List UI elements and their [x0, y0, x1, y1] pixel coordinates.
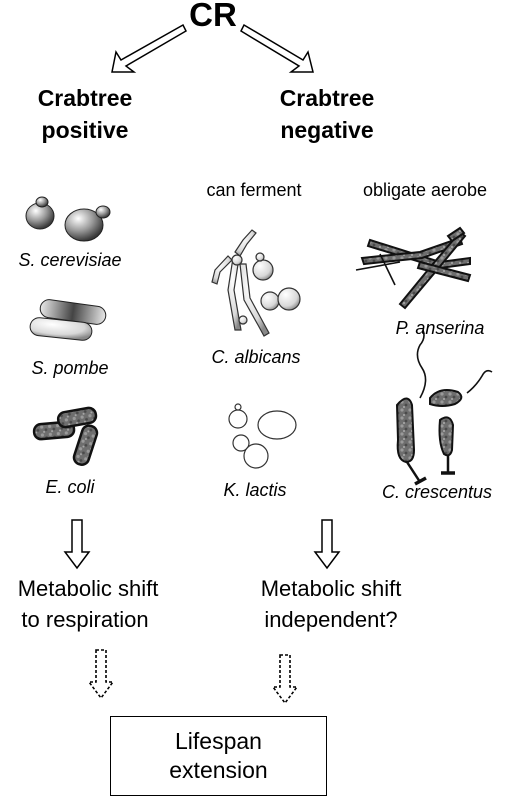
s-cerevisiae-cells — [25, 196, 111, 242]
s-cerevisiae-label: S. cerevisiae — [18, 250, 122, 270]
crabtree-positive-line2: positive — [41, 117, 129, 143]
arrow-down-right — [313, 519, 341, 570]
outcome-right-line2: independent? — [264, 607, 398, 632]
c-crescentus-label: C. crescentus — [381, 482, 493, 502]
k-lactis-label: K. lactis — [223, 480, 287, 500]
crabtree-positive-line1: Crabtree — [37, 85, 133, 111]
lifespan-line1: Lifespan — [175, 728, 262, 755]
lifespan-line2: extension — [169, 757, 268, 783]
arrow-to-negative — [240, 23, 314, 73]
e-coli-cells — [32, 406, 99, 466]
crabtree-negative-line1: Crabtree — [279, 85, 375, 111]
dashed-arrow-left — [87, 649, 115, 700]
e-coli-label: E. coli — [45, 477, 95, 497]
p-anserina-hyphae — [360, 226, 472, 310]
c-crescentus-cells — [395, 329, 493, 486]
p-anserina-thin-hyphae — [355, 253, 401, 286]
p-anserina-label: P. anserina — [395, 318, 485, 338]
outcome-right-line1: Metabolic shift — [260, 576, 402, 601]
outcome-left-line1: Metabolic shift — [17, 576, 159, 601]
lifespan-extension-box: Lifespan extension — [110, 716, 327, 796]
s-pombe-cells — [29, 299, 107, 341]
cr-label: CR — [189, 0, 237, 33]
obligate-aerobe-label: obligate aerobe — [362, 180, 488, 200]
k-lactis-cells — [228, 403, 297, 469]
can-ferment-label: can ferment — [206, 180, 302, 200]
s-pombe-label: S. pombe — [31, 358, 109, 378]
c-albicans-cells — [211, 229, 301, 337]
arrow-to-positive — [111, 23, 187, 73]
crabtree-negative-line2: negative — [280, 117, 374, 143]
outcome-left-line2: to respiration — [21, 607, 149, 632]
arrow-down-left — [63, 519, 91, 570]
dashed-arrow-right — [271, 654, 299, 705]
c-albicans-label: C. albicans — [211, 347, 301, 367]
